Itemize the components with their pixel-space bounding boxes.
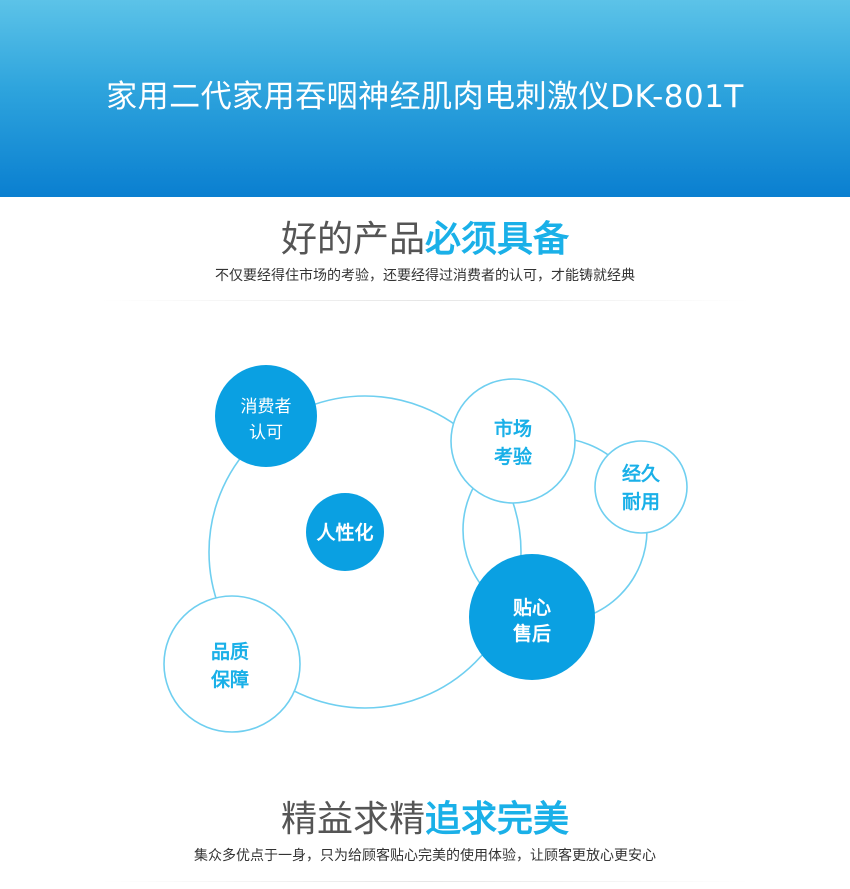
- node-quality-line2: 保障: [210, 668, 249, 691]
- section-title-2: 精益求精追求完美: [0, 798, 850, 842]
- ring-left: [208, 395, 522, 709]
- node-service-line2: 售后: [512, 622, 551, 645]
- section-title-2-plain: 精益求精: [280, 799, 425, 840]
- section-title-1-accent: 必须具备: [425, 219, 570, 260]
- node-consumer-line2: 认可: [249, 423, 283, 443]
- node-durable-line1: 经久: [622, 462, 661, 485]
- node-durable: 经久 耐用: [594, 440, 688, 534]
- node-durable-line2: 耐用: [622, 491, 660, 513]
- section-title-1-plain: 好的产品: [280, 219, 425, 260]
- section-heading-1: 好的产品必须具备 不仅要经得住市场的考验，还要经得过消费者的认可，才能铸就经典: [0, 218, 850, 286]
- node-market: 市场 考验: [450, 378, 576, 504]
- node-consumer-line1: 消费者: [241, 397, 292, 417]
- section-heading-2: 精益求精追求完美 集众多优点于一身，只为给顾客贴心完美的使用体验，让顾客更放心更…: [0, 798, 850, 866]
- node-consumer: 消费者 认可: [215, 365, 317, 467]
- section-divider-2: [100, 881, 750, 882]
- page-title: 家用二代家用吞咽神经肌肉电刺激仪DK-801T: [106, 79, 744, 115]
- features-diagram: 消费者 认可 市场 考验 经久 耐用 人性化 贴心 售后 品质 保障: [163, 365, 688, 733]
- section-title-1: 好的产品必须具备: [0, 218, 850, 262]
- header-banner: 家用二代家用吞咽神经肌肉电刺激仪DK-801T: [0, 0, 850, 197]
- node-human: 人性化: [306, 493, 384, 571]
- node-service-line1: 贴心: [513, 597, 551, 619]
- section-title-2-accent: 追求完美: [425, 799, 570, 840]
- node-quality-line1: 品质: [211, 641, 249, 663]
- node-service: 贴心 售后: [469, 554, 595, 680]
- node-quality: 品质 保障: [163, 595, 301, 733]
- node-market-line1: 市场: [494, 417, 532, 440]
- section-subtitle-1: 不仅要经得住市场的考验，还要经得过消费者的认可，才能铸就经典: [215, 268, 635, 284]
- node-market-line2: 考验: [494, 445, 533, 468]
- node-human-line1: 人性化: [316, 521, 373, 544]
- section-divider-1: [100, 300, 750, 301]
- section-subtitle-2: 集众多优点于一身，只为给顾客贴心完美的使用体验，让顾客更放心更安心: [194, 848, 656, 864]
